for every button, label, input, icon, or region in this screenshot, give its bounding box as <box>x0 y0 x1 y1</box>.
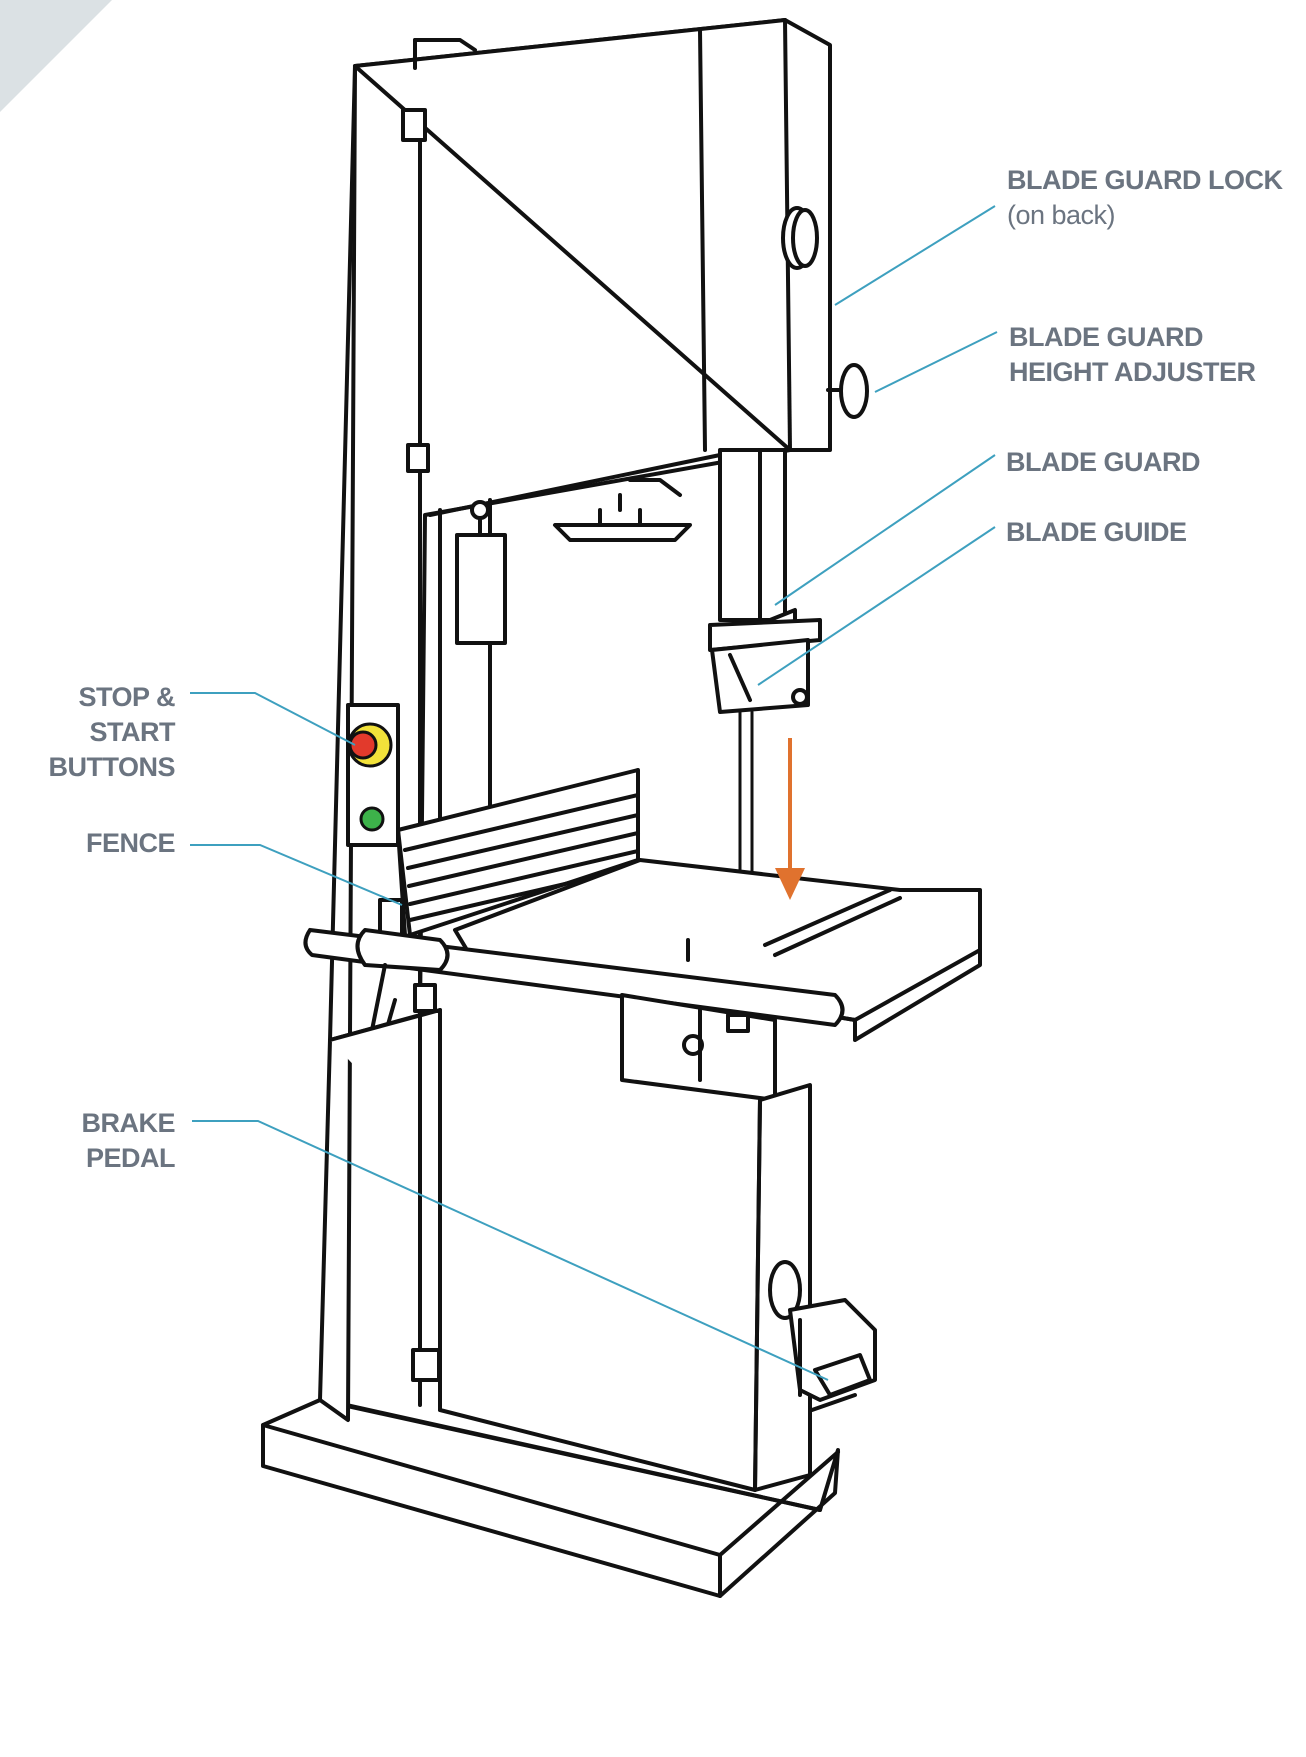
stop-button <box>348 730 378 760</box>
cut-direction-arrow <box>775 738 805 900</box>
corner-decoration <box>0 0 112 112</box>
leader-brake-pedal <box>192 1120 829 1381</box>
label-blade-guard-line1: BLADE GUARD <box>1006 447 1201 477</box>
leader-blade-guide <box>757 526 996 686</box>
leader-lines <box>190 205 998 1381</box>
label-blade-guard-height-adjuster: BLADE GUARD HEIGHT ADJUSTER <box>1009 320 1256 390</box>
label-stop-start-line1: STOP & <box>78 682 175 712</box>
band-saw-drawing <box>261 18 982 1598</box>
label-blade-guard-lock-line2: (on back) <box>1007 200 1116 230</box>
leader-fence <box>190 844 403 906</box>
label-stop-start-line2: START <box>89 717 176 747</box>
label-brake-pedal-line1: BRAKE <box>81 1108 175 1138</box>
label-height-adjuster-line2: HEIGHT ADJUSTER <box>1009 357 1256 387</box>
label-blade-guard-lock-line1: BLADE GUARD LOCK <box>1007 165 1283 195</box>
label-fence: FENCE <box>85 826 176 861</box>
label-blade-guide-line1: BLADE GUIDE <box>1006 517 1187 547</box>
control-buttons <box>347 722 393 832</box>
base-plinth <box>261 1398 840 1598</box>
leader-blade-guard <box>774 454 996 606</box>
leader-height-adjuster <box>874 331 998 393</box>
upper-wheel-housing <box>353 18 869 473</box>
label-blade-guard-lock: BLADE GUARD LOCK (on back) <box>1007 163 1283 233</box>
throat <box>428 453 722 842</box>
lower-cabinet <box>328 1008 877 1492</box>
start-button <box>359 806 385 832</box>
label-blade-guard: BLADE GUARD <box>1006 445 1201 480</box>
leader-stop-start <box>190 692 356 746</box>
label-blade-guide: BLADE GUIDE <box>1006 515 1187 550</box>
leader-blade-guard-lock <box>834 205 996 306</box>
label-height-adjuster-line1: BLADE GUARD <box>1009 322 1203 352</box>
table <box>303 858 982 1102</box>
label-brake-pedal-line2: PEDAL <box>85 1143 176 1173</box>
label-brake-pedal: BRAKE PEDAL <box>81 1106 175 1176</box>
label-stop-start-line3: BUTTONS <box>48 752 175 782</box>
label-fence-line1: FENCE <box>85 828 176 858</box>
label-stop-start-buttons: STOP & START BUTTONS <box>48 680 175 785</box>
